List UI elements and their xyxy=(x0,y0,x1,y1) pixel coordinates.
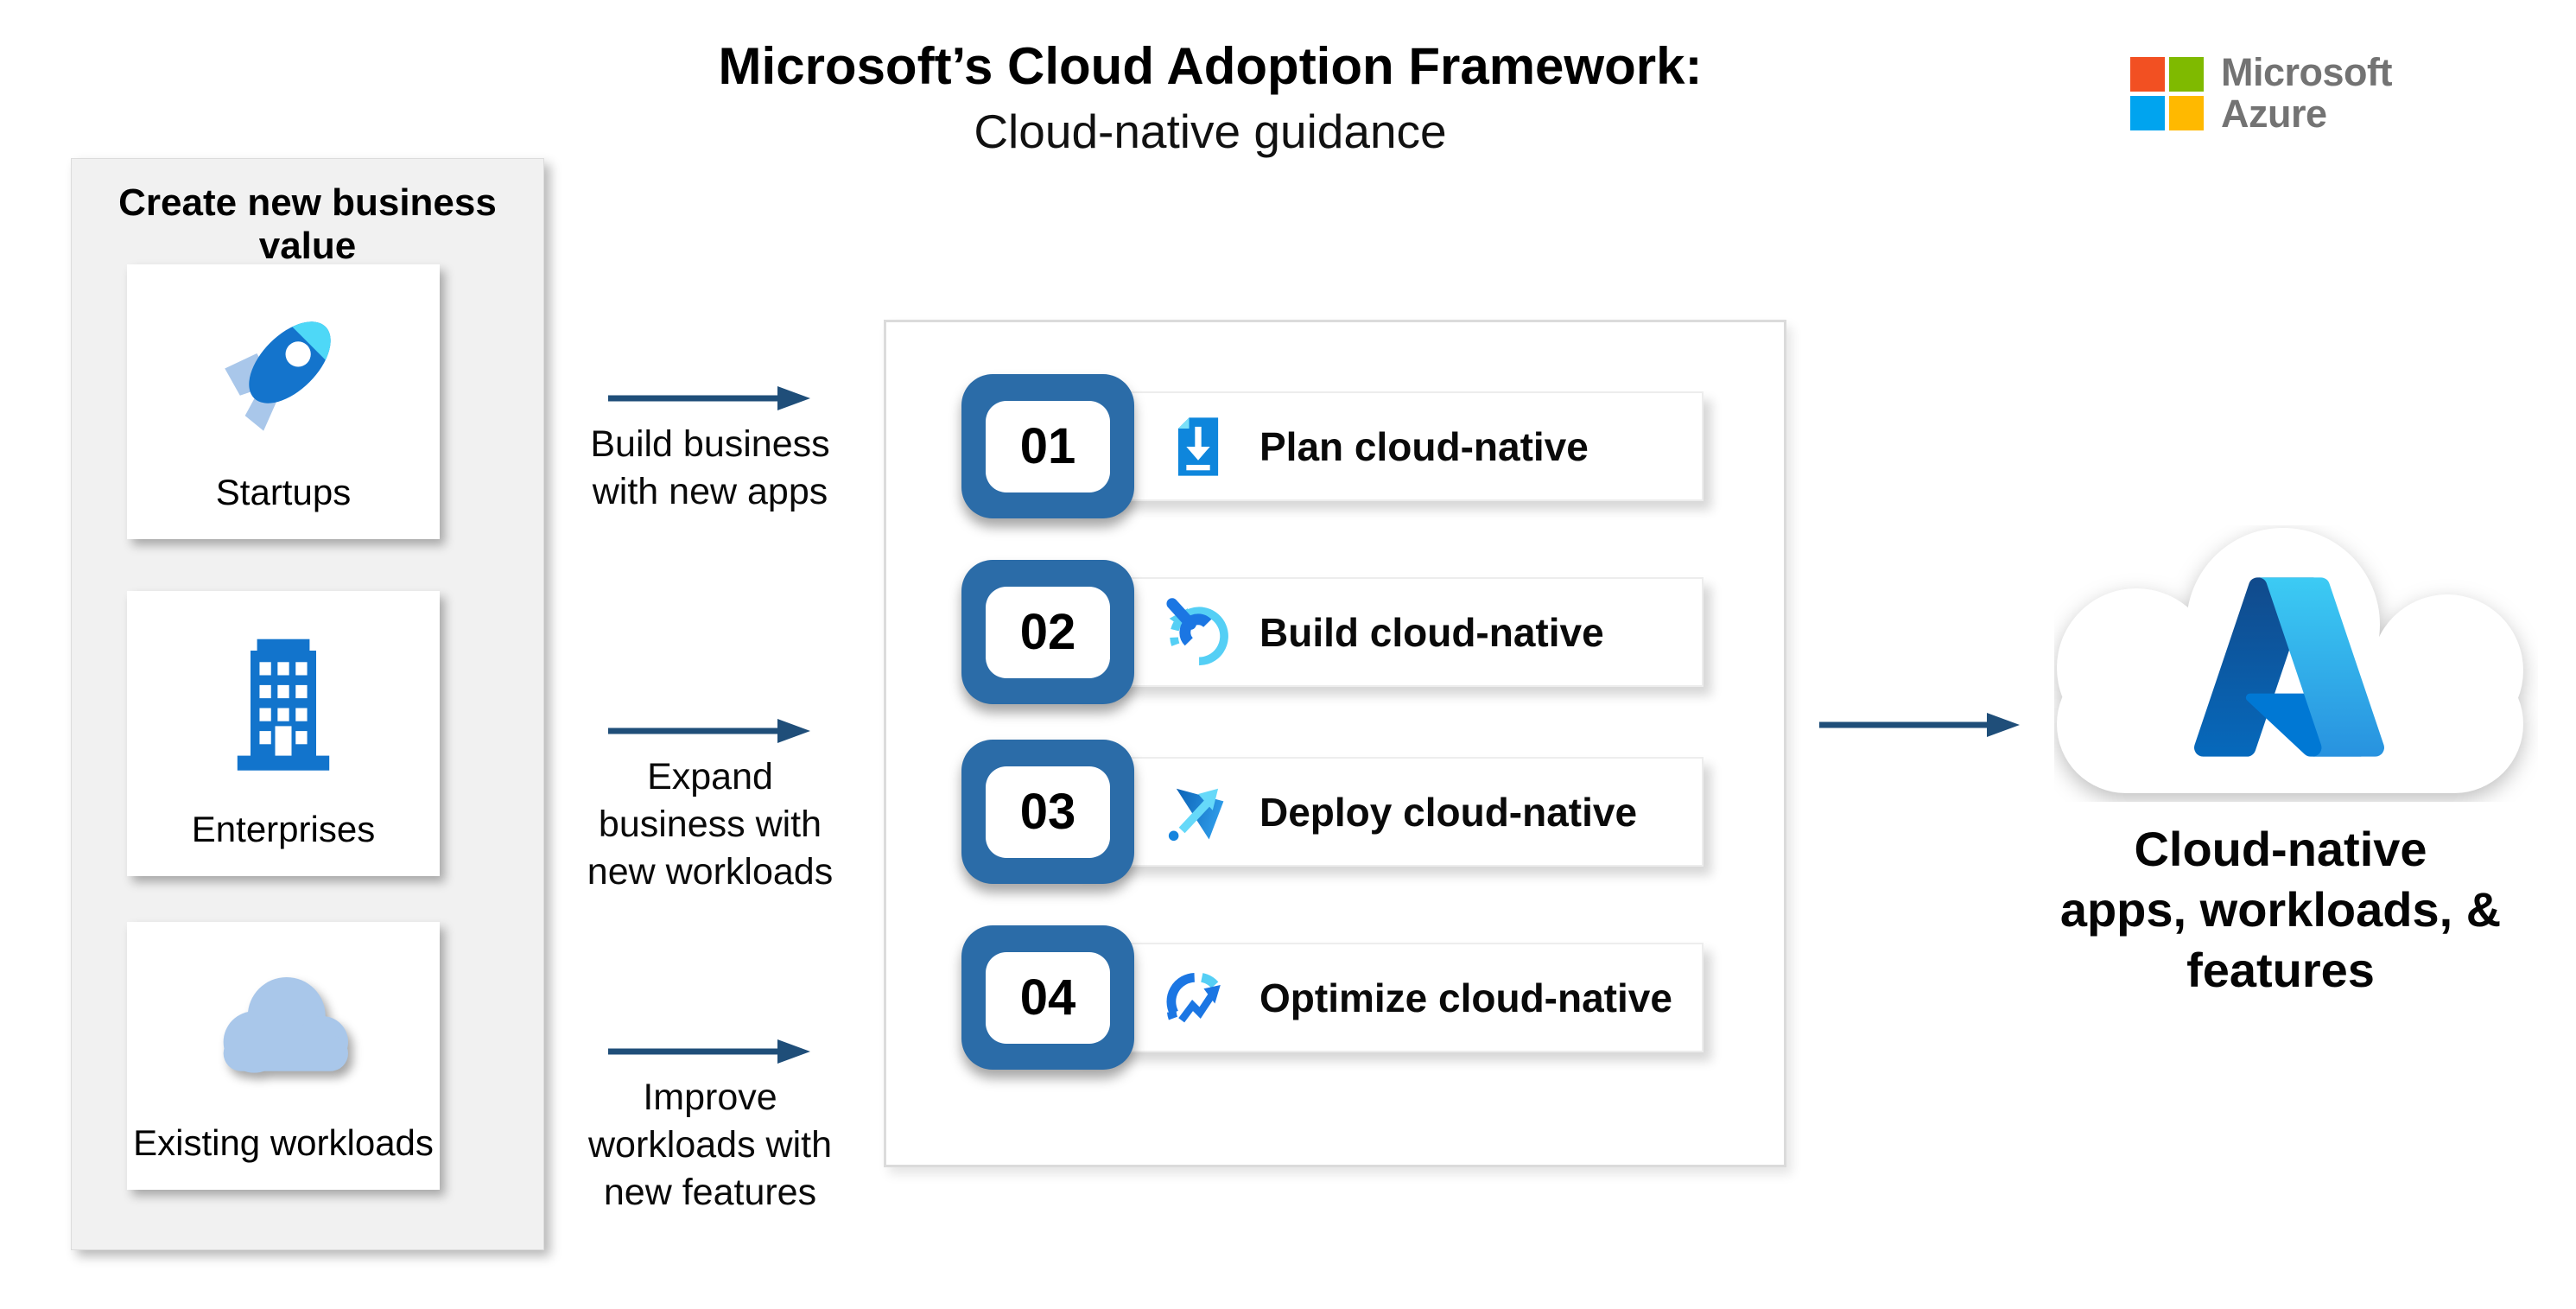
azure-a-logo xyxy=(2194,577,2384,757)
result-caption: Cloud-native apps, workloads, & features xyxy=(2021,819,2540,1001)
flow-label-line: workloads with xyxy=(588,1124,832,1166)
deploy-arrow-icon xyxy=(1161,775,1235,849)
existing-workloads-label: Existing workloads xyxy=(133,1122,434,1163)
step-row-plan: Plan cloud-native xyxy=(1071,391,1704,501)
right-arrow-icon xyxy=(608,1039,810,1064)
rocket-icon xyxy=(200,284,368,453)
azure-cloud-icon xyxy=(2054,525,2538,806)
wrench-gauge-icon xyxy=(1161,595,1235,670)
step-label: Build cloud-native xyxy=(1259,609,1604,655)
ms-square-blue xyxy=(2130,95,2165,130)
step-row-deploy: Deploy cloud-native xyxy=(1071,757,1704,867)
brand-line-2: Azure xyxy=(2221,92,2327,136)
flow-label-line: new workloads xyxy=(587,851,834,893)
ms-square-yellow xyxy=(2169,95,2204,130)
flow-label-line: new features xyxy=(603,1172,817,1213)
brand-wordmark: Microsoft Azure xyxy=(2221,50,2393,136)
step-number: 02 xyxy=(986,586,1110,678)
ms-square-green xyxy=(2169,56,2204,92)
building-icon xyxy=(201,618,365,782)
flow-build-business: Build business with new apps xyxy=(568,381,853,516)
step-number-badge: 03 xyxy=(961,740,1134,884)
result-arrow xyxy=(1818,706,2021,748)
flow-label-line: Build business xyxy=(590,423,830,465)
title-line-2: Cloud-native guidance xyxy=(974,105,1447,158)
cloud-icon xyxy=(201,951,365,1094)
title-line-1: Microsoft’s Cloud Adoption Framework: xyxy=(718,37,1703,95)
enterprises-card: Enterprises xyxy=(127,591,440,876)
result-caption-line: apps, workloads, & xyxy=(2059,882,2502,937)
flow-label-line: with new apps xyxy=(592,471,828,512)
step-number: 04 xyxy=(986,951,1110,1044)
step-number-badge: 02 xyxy=(961,560,1134,704)
panel-header: Create new business value xyxy=(118,181,497,267)
startups-label: Startups xyxy=(215,472,352,512)
microsoft-azure-logo: Microsoft Azure xyxy=(2130,50,2393,136)
step-label: Plan cloud-native xyxy=(1259,423,1589,469)
brand-line-1: Microsoft xyxy=(2221,50,2393,94)
optimize-gauge-icon xyxy=(1161,961,1235,1035)
step-label: Deploy cloud-native xyxy=(1259,789,1638,835)
page-title: Microsoft’s Cloud Adoption Framework: Cl… xyxy=(640,33,1780,162)
result-caption-line: features xyxy=(2186,943,2375,997)
right-arrow-icon xyxy=(608,719,810,743)
startups-card: Startups xyxy=(127,264,440,539)
step-row-build: Build cloud-native xyxy=(1071,577,1704,687)
document-download-icon xyxy=(1161,410,1235,484)
flow-expand-business: Expand business with new workloads xyxy=(568,714,853,896)
existing-workloads-card: Existing workloads xyxy=(127,922,440,1190)
step-number: 01 xyxy=(986,400,1110,492)
step-number: 03 xyxy=(986,766,1110,858)
create-business-value-panel: Create new business value Startups xyxy=(71,158,544,1250)
step-number-badge: 04 xyxy=(961,925,1134,1070)
flow-label-line: business with xyxy=(598,804,822,845)
enterprises-label: Enterprises xyxy=(191,809,376,849)
right-arrow-icon xyxy=(608,386,810,410)
step-row-optimize: Optimize cloud-native xyxy=(1071,943,1704,1052)
step-label: Optimize cloud-native xyxy=(1259,975,1672,1020)
ms-square-red xyxy=(2130,56,2165,92)
right-arrow-icon xyxy=(1819,713,2020,737)
microsoft-logo-icon xyxy=(2130,56,2204,130)
flow-improve-workloads: Improve workloads with new features xyxy=(568,1034,853,1217)
flow-label-line: Expand xyxy=(647,756,773,797)
flow-label-line: Improve xyxy=(643,1077,777,1118)
result-caption-line: Cloud-native xyxy=(2134,822,2427,876)
step-number-badge: 01 xyxy=(961,374,1134,518)
